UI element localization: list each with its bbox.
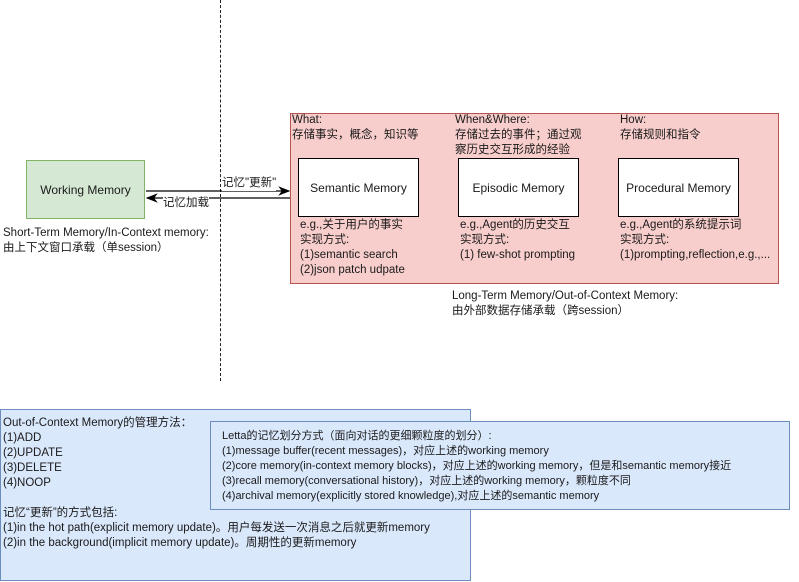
op-item: (3)DELETE (3, 462, 62, 474)
semantic-description: e.g.,关于用户的事实 实现方式: (1)semantic search (2… (300, 218, 405, 278)
caption-line: 由外部数据存储承载（跨session） (452, 305, 629, 317)
working-memory-title: Working Memory (40, 182, 131, 197)
procedural-header: How: 存储规则和指令 (620, 113, 701, 143)
semantic-memory-title: Semantic Memory (310, 180, 407, 195)
update-way-item: (2)in the background(implicit memory upd… (3, 537, 357, 549)
letta-note[interactable] (210, 421, 790, 510)
header-line: When&Where: (455, 114, 530, 126)
caption-line: Long-Term Memory/Out-of-Context Memory: (452, 290, 679, 302)
load-arrow-label: 记忆加载 (163, 196, 209, 211)
caption-line: 由上下文窗口承载（单session） (3, 242, 169, 254)
desc-line: (2)json patch udpate (300, 264, 405, 276)
procedural-description: e.g.,Agent的系统提示词 实现方式: (1)prompting,refl… (620, 218, 770, 263)
header-line: 存储过去的事件；通过观 (455, 129, 582, 141)
desc-line: 实现方式: (620, 234, 670, 246)
op-item: (2)UPDATE (3, 447, 63, 459)
procedural-memory-node[interactable]: Procedural Memory (618, 158, 739, 217)
semantic-header: What: 存储事实，概念，知识等 (292, 113, 419, 143)
op-item: (4)NOOP (3, 477, 51, 489)
letta-title: Letta的记忆划分方式（面向对话的更细颗粒度的划分）: (222, 430, 492, 442)
desc-line: (1) few-shot prompting (460, 249, 576, 261)
desc-line: (1)semantic search (300, 249, 398, 261)
semantic-memory-node[interactable]: Semantic Memory (298, 158, 419, 217)
context-divider-line (220, 0, 221, 381)
letta-item: (3)recall memory(conversational history)… (222, 475, 631, 487)
desc-line: 实现方式: (460, 234, 510, 246)
episodic-memory-node[interactable]: Episodic Memory (458, 158, 579, 217)
episodic-description: e.g.,Agent的历史交互 实现方式: (1) few-shot promp… (460, 218, 575, 263)
episodic-memory-title: Episodic Memory (472, 180, 565, 195)
desc-line: 实现方式: (300, 234, 350, 246)
letta-text: Letta的记忆划分方式（面向对话的更细颗粒度的划分）: (1)message … (222, 429, 731, 504)
desc-line: (1)prompting,reflection,e.g.,... (620, 249, 771, 261)
letta-item: (4)archival memory(explicitly stored kno… (222, 490, 600, 502)
procedural-memory-title: Procedural Memory (626, 180, 731, 195)
op-item: (1)ADD (3, 432, 42, 444)
header-line: 存储事实，概念，知识等 (292, 129, 419, 141)
header-line: How: (620, 114, 647, 126)
update-ways-title: 记忆“更新”的方式包括: (3, 507, 118, 519)
episodic-header: When&Where: 存储过去的事件；通过观 察历史交互形成的经验 (455, 113, 582, 158)
header-line: 察历史交互形成的经验 (455, 144, 570, 156)
caption-line: Short-Term Memory/In-Context memory: (3, 227, 209, 239)
desc-line: e.g.,Agent的系统提示词 (620, 219, 742, 231)
long-term-memory-caption: Long-Term Memory/Out-of-Context Memory: … (452, 289, 678, 319)
letta-item: (1)message buffer(recent messages)，对应上述的… (222, 445, 549, 457)
management-text: Out-of-Context Memory的管理方法： (1)ADD (2)UP… (3, 416, 430, 551)
working-memory-node[interactable]: Working Memory (26, 160, 145, 219)
short-term-memory-caption: Short-Term Memory/In-Context memory: 由上下… (3, 226, 209, 256)
header-line: 存储规则和指令 (620, 129, 701, 141)
desc-line: e.g.,Agent的历史交互 (460, 219, 570, 231)
header-line: What: (292, 114, 323, 126)
management-title: Out-of-Context Memory的管理方法： (3, 417, 193, 429)
letta-item: (2)core memory(in-context memory blocks)… (222, 460, 732, 472)
desc-line: e.g.,关于用户的事实 (300, 219, 403, 231)
update-way-item: (1)in the hot path(explicit memory updat… (3, 522, 430, 534)
update-arrow-label: 记忆"更新" (222, 176, 277, 191)
